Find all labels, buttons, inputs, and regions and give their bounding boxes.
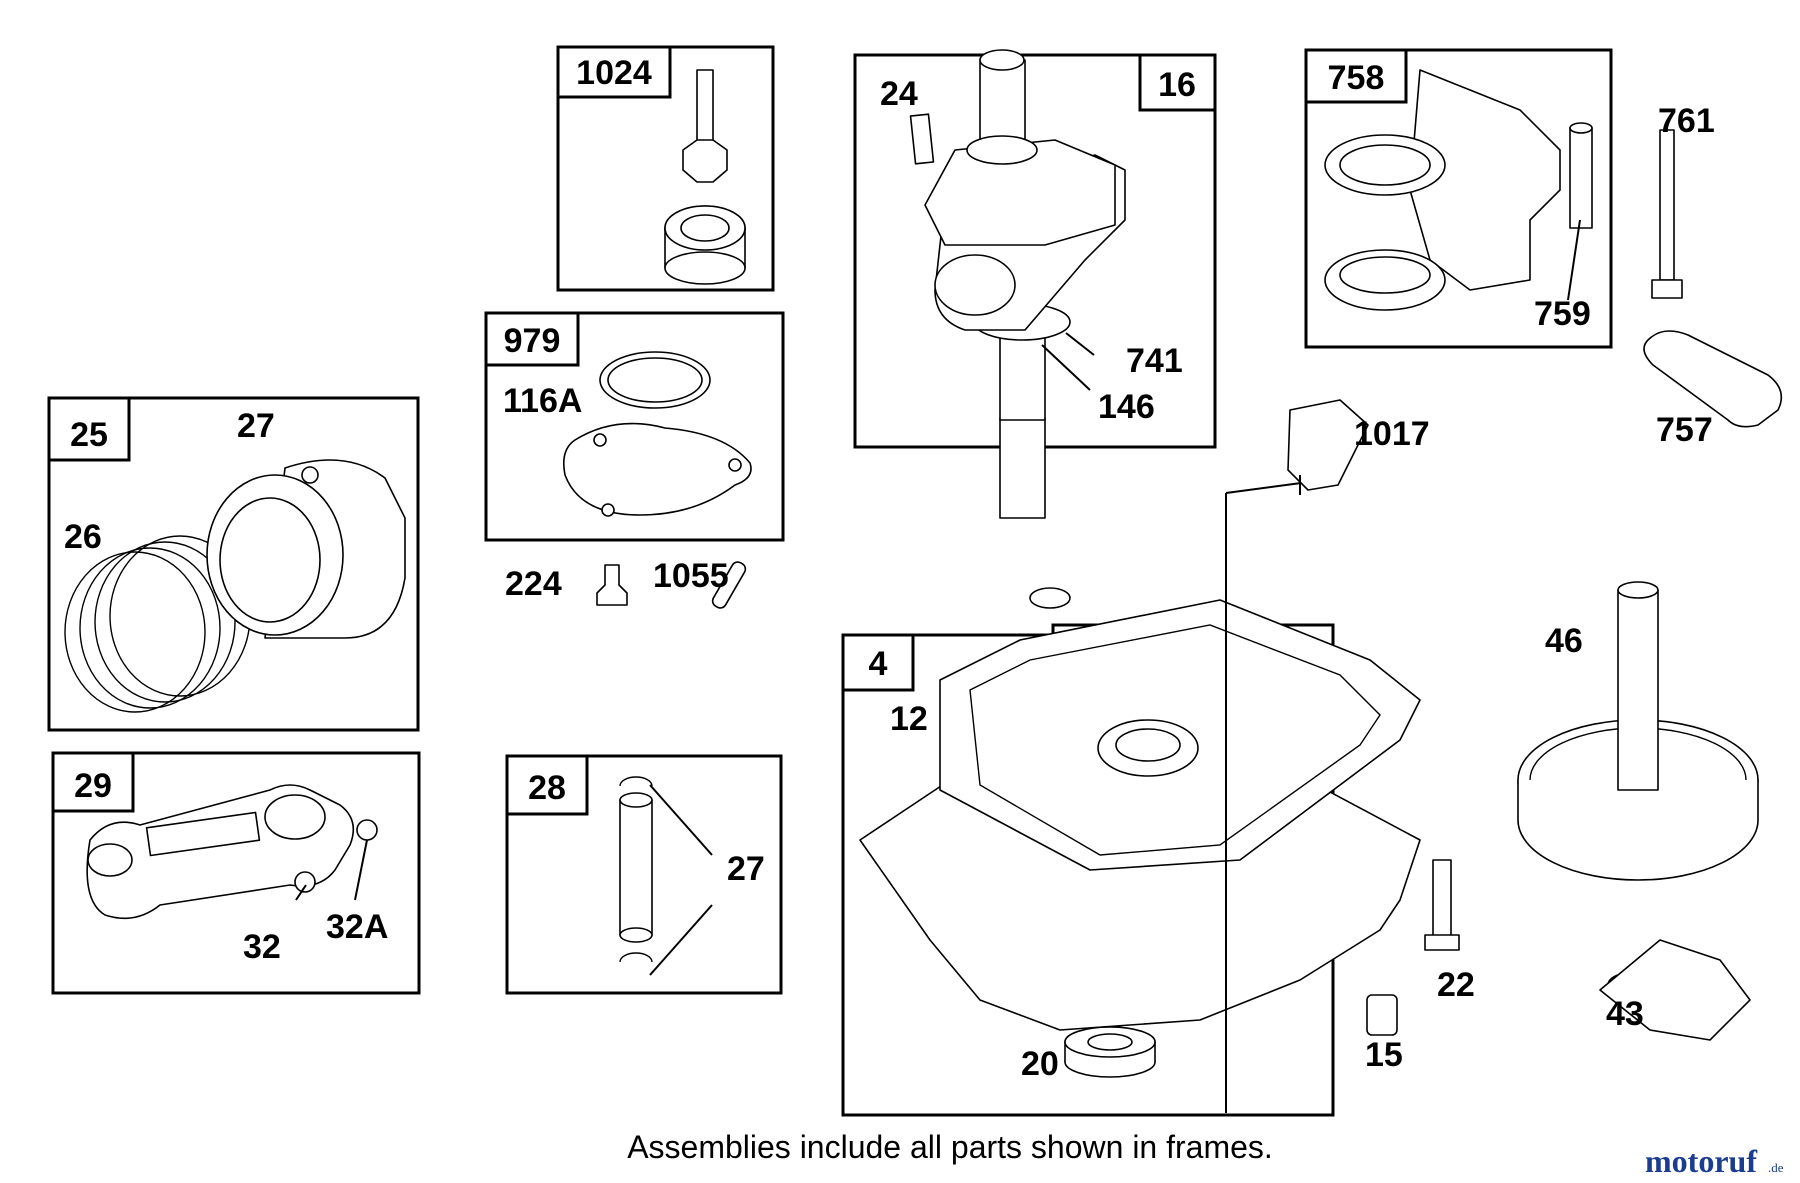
camshaft-gear-drawing <box>1517 581 1759 881</box>
assembly-frame-16: 16 <box>853 49 1217 519</box>
part-label-26: 26 <box>64 518 102 556</box>
part-label-27-piston: 27 <box>237 407 275 445</box>
assembly-frame-979: 979 <box>484 311 785 542</box>
piston-drawing <box>206 459 406 639</box>
connecting-rod-drawing <box>86 784 378 920</box>
part-label-741: 741 <box>1126 342 1183 380</box>
assembly-number-1024: 1024 <box>576 54 652 92</box>
part-label-15: 15 <box>1365 1036 1403 1074</box>
governor-bracket-drawing <box>1324 69 1593 311</box>
assembly-number-4: 4 <box>869 645 888 683</box>
crankshaft-drawing <box>924 49 1126 519</box>
part-label-32: 32 <box>243 928 281 966</box>
part-label-22: 22 <box>1437 966 1475 1004</box>
leader-lines <box>295 219 1581 1113</box>
part-label-20: 20 <box>1021 1045 1059 1083</box>
assembly-frame-29: 29 <box>51 751 421 995</box>
assembly-frame-1024: 1024 <box>556 45 775 292</box>
part-label-12: 12 <box>890 700 928 738</box>
assembly-frame-25: 25 <box>47 396 420 732</box>
gauge-plate-drawing <box>1287 399 1369 491</box>
part-label-1017: 1017 <box>1354 415 1430 453</box>
diagram-caption: Assemblies include all parts shown in fr… <box>627 1129 1273 1165</box>
assembly-frame-28: 28 <box>505 754 783 995</box>
part-labels: 24 741 146 116A 224 1055 27 26 32 32A 27… <box>64 75 1715 1083</box>
assembly-number-29: 29 <box>74 767 112 805</box>
part-label-224: 224 <box>505 565 562 603</box>
pump-cover-drawing <box>562 351 752 517</box>
watermark-logo: motoruf .de <box>1645 1143 1784 1179</box>
watermark-text: motoruf <box>1645 1143 1757 1179</box>
piston-pin-drawing <box>619 776 653 963</box>
part-label-43: 43 <box>1606 995 1644 1033</box>
oil-pump-drawing <box>664 69 746 285</box>
assembly-number-28: 28 <box>528 769 566 807</box>
assembly-number-758: 758 <box>1328 59 1385 97</box>
part-label-146: 146 <box>1098 388 1155 426</box>
assembly-number-16: 16 <box>1158 66 1196 104</box>
assembly-number-25: 25 <box>70 416 108 454</box>
assembly-number-979: 979 <box>504 322 561 360</box>
sump-drawing <box>859 587 1421 1031</box>
part-label-24: 24 <box>880 75 918 113</box>
part-label-27-pin: 27 <box>727 850 765 888</box>
part-label-46: 46 <box>1545 622 1583 660</box>
part-label-759: 759 <box>1534 295 1591 333</box>
part-label-32a: 32A <box>326 908 388 946</box>
assembly-frame-758: 758 <box>1304 48 1613 349</box>
part-label-1055: 1055 <box>653 557 729 595</box>
part-label-116a: 116A <box>503 382 582 420</box>
loose-parts-drawing <box>596 113 1783 1078</box>
part-label-761: 761 <box>1658 102 1715 140</box>
part-label-757: 757 <box>1656 411 1713 449</box>
watermark-suffix: .de <box>1768 1160 1784 1175</box>
